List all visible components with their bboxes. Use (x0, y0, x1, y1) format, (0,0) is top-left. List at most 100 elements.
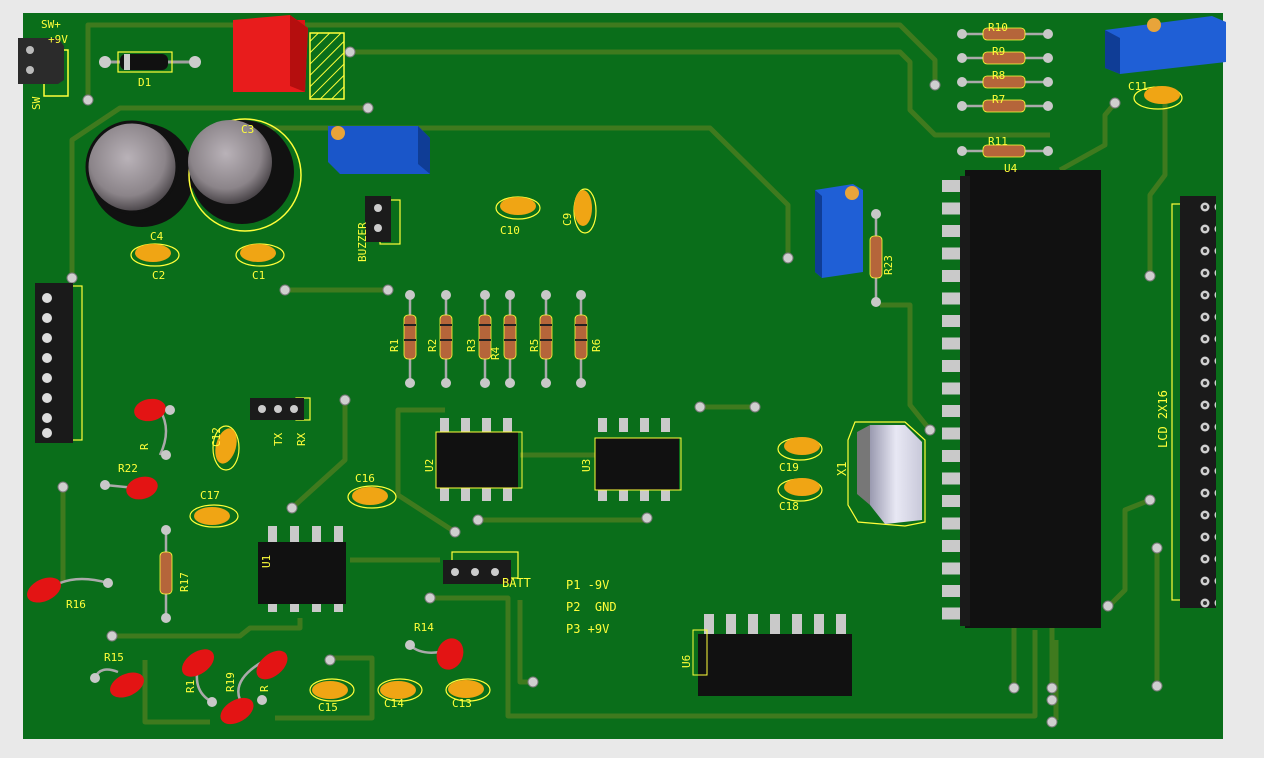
r22-label: R22 (118, 462, 138, 475)
mcu-pin (942, 562, 964, 575)
sw-plus-label: SW+ (41, 18, 61, 31)
x1-label: X1 (835, 462, 849, 476)
mcu-pin (942, 315, 964, 327)
r1-label: R1 (388, 339, 401, 352)
r7-label: R7 (992, 93, 1005, 106)
c12-label: C12 (210, 427, 223, 447)
battery-connector (443, 551, 519, 584)
cap-c19 (777, 437, 823, 461)
r19-label: R19 (224, 672, 237, 692)
r-led-label: R (138, 443, 151, 450)
c14-label: C14 (384, 697, 404, 710)
r2-label: R2 (426, 339, 439, 352)
rx-label: RX (295, 432, 308, 446)
c2-label: C2 (152, 269, 165, 282)
cap-c18 (777, 478, 823, 502)
vias (57, 46, 1163, 728)
mcu-pin (942, 225, 964, 237)
trimmer-top-right (1105, 16, 1226, 74)
mcu-pin (942, 247, 964, 260)
c10-label: C10 (500, 224, 520, 237)
buzzer-header (365, 196, 401, 245)
c13-label: C13 (452, 697, 472, 710)
copper-traces (60, 22, 1168, 725)
mcu-pin (942, 472, 964, 485)
mcu-pin (942, 585, 964, 597)
electrolytic-c3 (188, 118, 302, 232)
electrolytic-c4 (85, 120, 194, 227)
cap-c11 (1133, 86, 1183, 110)
u3-label: U3 (580, 459, 593, 472)
r8-label: R8 (992, 69, 1005, 82)
cap-c1 (235, 243, 285, 267)
r21-label: R (258, 685, 271, 692)
cap-c17 (189, 504, 239, 528)
mcu-pin (942, 517, 964, 530)
ceramic-capacitors (130, 86, 1183, 702)
c16-label: C16 (355, 472, 375, 485)
u1-label: U1 (260, 555, 273, 568)
ic-u2 (435, 418, 523, 501)
lcd-label: LCD 2X16 (1156, 390, 1170, 448)
r4-label: R4 (489, 346, 502, 360)
mcu-pin (942, 607, 964, 620)
left-connector (35, 283, 83, 443)
trimmer-left (328, 126, 430, 174)
r23-label: R23 (882, 255, 895, 275)
mcu-pin (942, 202, 964, 215)
p3-label: P3 +9V (566, 622, 609, 636)
u6-label: U6 (680, 655, 693, 668)
mcu-pin (942, 292, 964, 305)
r3-label: R3 (465, 339, 478, 352)
trimmer-right (815, 184, 863, 278)
ic-u3 (594, 418, 682, 501)
r6-label: R6 (590, 339, 603, 352)
u2-label: U2 (423, 459, 436, 472)
cap-c15 (309, 678, 355, 702)
cap-c2 (130, 243, 180, 267)
plus9v-label: +9V (48, 33, 68, 46)
r11-label: R11 (988, 135, 1008, 148)
mcu-pin (942, 360, 964, 372)
cap-c9 (573, 188, 597, 234)
ic-u1 (258, 526, 346, 612)
lcd-connector (1171, 196, 1216, 608)
tx-rx-header (250, 397, 311, 421)
resistor-column (957, 27, 1053, 158)
d1-label: D1 (138, 76, 151, 89)
ic-u4-mcu (942, 170, 1101, 628)
c1-label: C1 (252, 269, 265, 282)
c18-label: C18 (779, 500, 799, 513)
c15-label: C15 (318, 701, 338, 714)
switch-connector (18, 38, 69, 97)
r17-label: R17 (178, 572, 191, 592)
r14-label: R14 (414, 621, 434, 634)
cap-c10 (495, 196, 541, 220)
c17-label: C17 (200, 489, 220, 502)
c3-label: C3 (241, 123, 254, 136)
tx-label: TX (272, 432, 285, 446)
c11-label: C11 (1128, 80, 1148, 93)
r15-label: R15 (104, 651, 124, 664)
relay (233, 15, 345, 100)
mcu-pin (942, 540, 964, 552)
r9-label: R9 (992, 45, 1005, 58)
ic-u6 (692, 614, 852, 696)
r10-label: R10 (988, 21, 1008, 34)
r5-label: R5 (528, 339, 541, 352)
p2-label: P2 GND (566, 600, 617, 614)
cap-c12 (212, 425, 240, 471)
mcu-pin (942, 270, 964, 282)
batt-label: BATT (502, 576, 531, 590)
sw-label: SW (30, 96, 43, 110)
mcu-pin (942, 405, 964, 417)
c9-label: C9 (561, 213, 574, 226)
r18-label: R1 (184, 680, 197, 693)
c19-label: C19 (779, 461, 799, 474)
crystal-x1 (847, 421, 926, 527)
p1-label: P1 -9V (566, 578, 609, 592)
resistor-r17 (159, 525, 173, 623)
r16-label: R16 (66, 598, 86, 611)
